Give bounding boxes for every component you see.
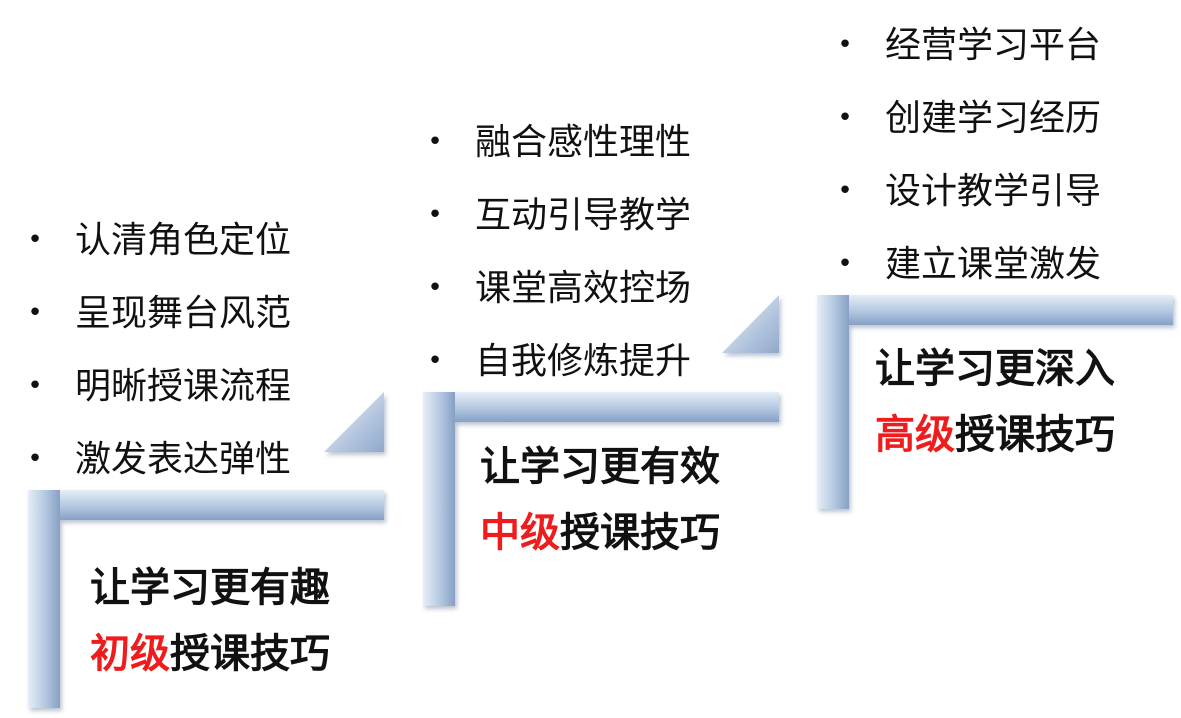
step-intermediate-items: • 融合感性理性 • 互动引导教学 • 课堂高效控场 • 自我修炼提升 <box>425 106 691 398</box>
bullet-dot: • <box>427 127 443 157</box>
item-text: 课堂高效控场 <box>475 268 692 309</box>
item-text: 互动引导教学 <box>475 195 692 236</box>
step-advanced-label: 让学习更深入 高级授课技巧 <box>875 336 1115 468</box>
step-skill: 授课技巧 <box>955 412 1115 458</box>
bullet-dot: • <box>27 371 43 401</box>
bullet-dot: • <box>427 346 443 376</box>
step-goal: 让学习更有趣 <box>90 565 330 611</box>
step-level: 高级 <box>875 412 955 458</box>
step-intermediate-connector <box>722 295 779 353</box>
item-text: 设计教学引导 <box>885 171 1102 212</box>
step-skill-line: 中级授课技巧 <box>480 500 720 566</box>
item-text: 呈现舞台风范 <box>75 293 292 334</box>
step-advanced-bar-horizontal <box>817 295 1173 325</box>
list-item: • 经营学习平台 <box>835 9 1101 82</box>
step-level: 初级 <box>90 631 170 677</box>
bullet-dot: • <box>427 200 443 230</box>
step-intermediate-bracket <box>423 392 779 606</box>
step-skill-line: 初级授课技巧 <box>90 621 330 687</box>
step-skill: 授课技巧 <box>170 631 330 677</box>
list-item: • 设计教学引导 <box>835 155 1101 228</box>
bullet-dot: • <box>27 225 43 255</box>
step-goal: 让学习更深入 <box>875 346 1115 392</box>
step-beginner-items: • 认清角色定位 • 呈现舞台风范 • 明晰授课流程 • 激发表达弹性 <box>25 204 291 496</box>
step-advanced-bracket <box>817 295 1173 509</box>
list-item: • 激发表达弹性 <box>25 423 291 496</box>
item-text: 经营学习平台 <box>885 25 1102 66</box>
list-item: • 认清角色定位 <box>25 204 291 277</box>
bullet-dot: • <box>837 30 853 60</box>
list-item: • 创建学习经历 <box>835 82 1101 155</box>
step-advanced-bar-vertical <box>817 295 849 509</box>
bullet-dot: • <box>837 103 853 133</box>
list-item: • 明晰授课流程 <box>25 350 291 423</box>
bullet-dot: • <box>27 298 43 328</box>
step-beginner-label: 让学习更有趣 初级授课技巧 <box>90 555 330 687</box>
step-beginner-connector <box>324 392 384 452</box>
step-skill: 授课技巧 <box>560 510 720 556</box>
step-intermediate-bar-vertical <box>423 392 455 606</box>
item-text: 明晰授课流程 <box>75 366 292 407</box>
bullet-dot: • <box>427 273 443 303</box>
bullet-dot: • <box>837 176 853 206</box>
step-goal: 让学习更有效 <box>480 444 720 490</box>
item-text: 融合感性理性 <box>475 122 692 163</box>
list-item: • 呈现舞台风范 <box>25 277 291 350</box>
step-beginner-bar-vertical <box>28 490 60 708</box>
step-intermediate-label: 让学习更有效 中级授课技巧 <box>480 434 720 566</box>
step-skill-line: 高级授课技巧 <box>875 402 1115 468</box>
item-text: 认清角色定位 <box>75 220 292 261</box>
step-advanced-items: • 经营学习平台 • 创建学习经历 • 设计教学引导 • 建立课堂激发 <box>835 9 1101 301</box>
bullet-dot: • <box>27 444 43 474</box>
item-text: 建立课堂激发 <box>885 244 1102 285</box>
item-text: 激发表达弹性 <box>75 439 292 480</box>
list-item: • 自我修炼提升 <box>425 325 691 398</box>
list-item: • 融合感性理性 <box>425 106 691 179</box>
item-text: 自我修炼提升 <box>475 341 692 382</box>
step-level: 中级 <box>480 510 560 556</box>
bullet-dot: • <box>837 249 853 279</box>
list-item: • 建立课堂激发 <box>835 228 1101 301</box>
step-beginner-bar-horizontal <box>28 490 384 520</box>
step-intermediate-bar-horizontal <box>423 392 779 422</box>
item-text: 创建学习经历 <box>885 98 1102 139</box>
list-item: • 课堂高效控场 <box>425 252 691 325</box>
step-beginner-bracket <box>28 490 384 708</box>
list-item: • 互动引导教学 <box>425 179 691 252</box>
